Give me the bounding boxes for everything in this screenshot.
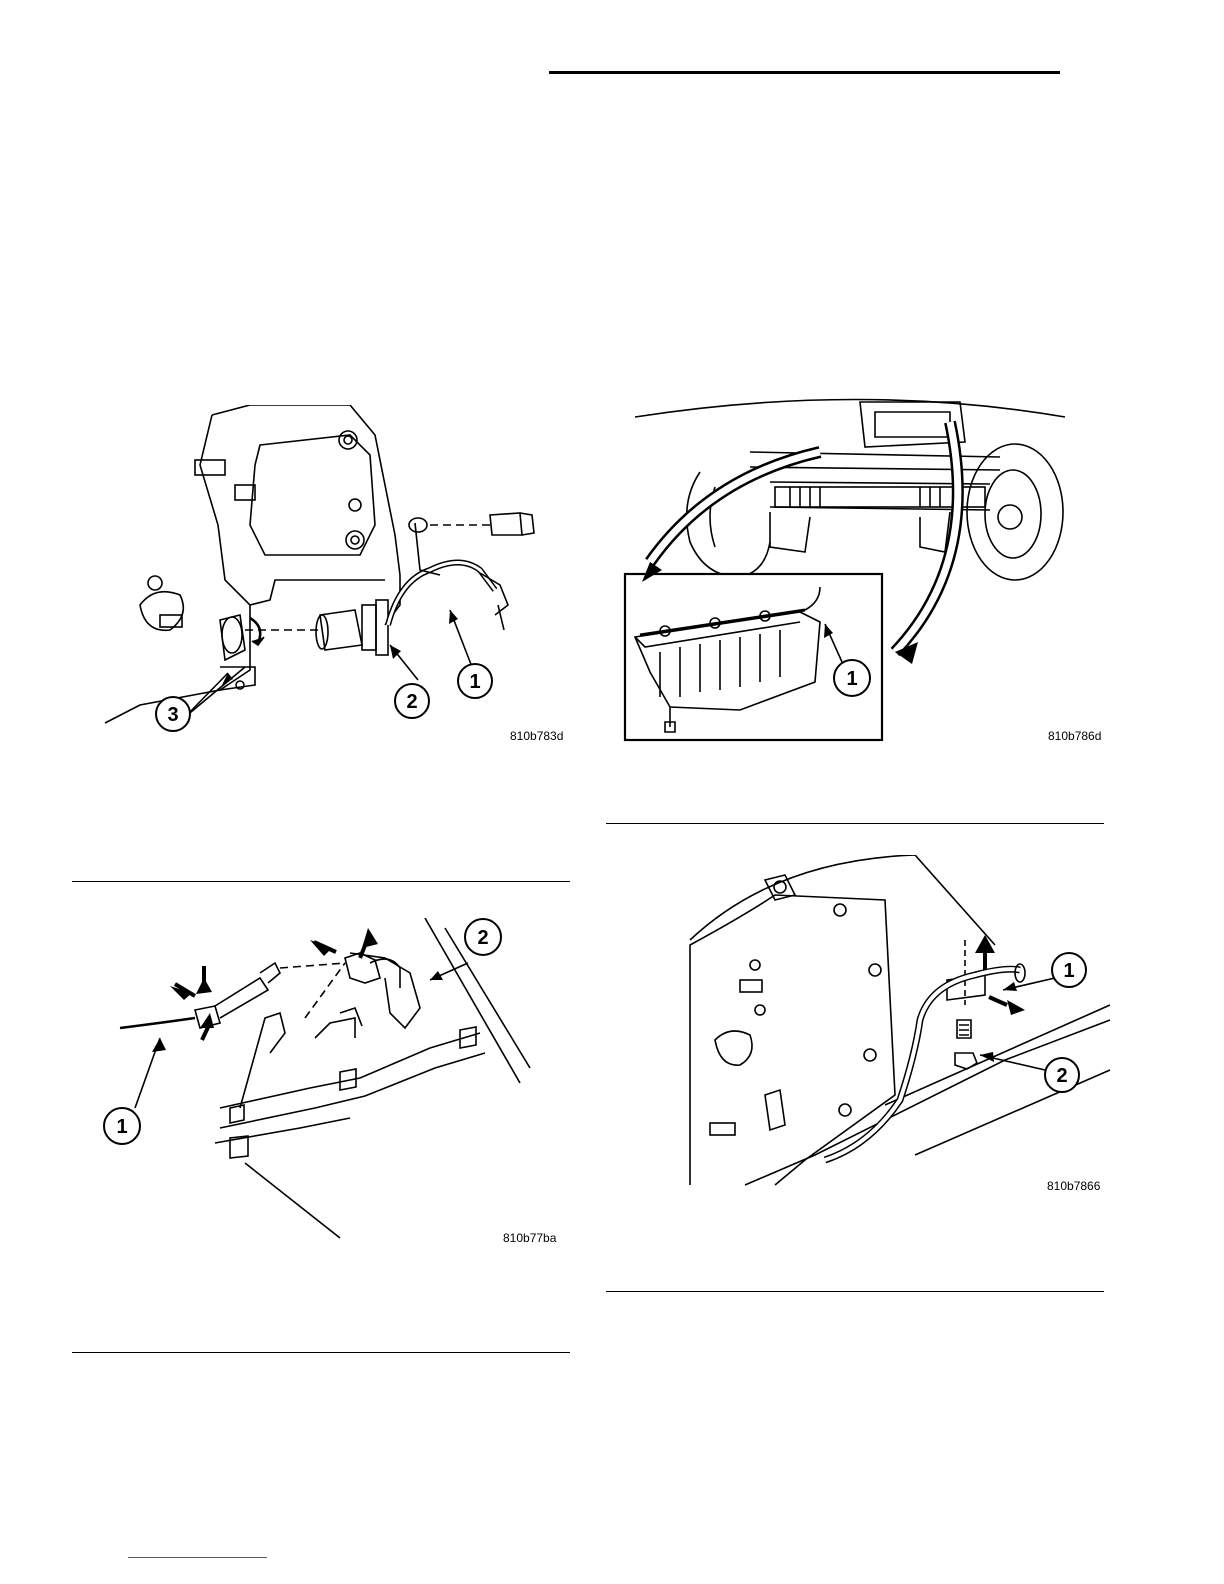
figure-code: 810b77ba [503,1231,556,1245]
right-separator-rule-1 [606,823,1104,824]
figure-cooler-line-fittings-drawing: 1 2 [100,918,570,1248]
figure-harness-on-transmission: 1 2 810b7866 [685,855,1110,1195]
figure-code: 810b7866 [1047,1179,1100,1193]
callout-1-label: 1 [846,668,857,690]
left-separator-rule-2 [72,1352,570,1353]
callout-2-label: 2 [477,927,488,949]
figure-cooler-line-fittings: 1 2 810b77ba [100,918,570,1248]
figure-code: 810b786d [1048,729,1101,743]
left-separator-rule-1 [72,881,570,882]
footer-link-underline[interactable] [128,1557,267,1558]
figure-vehicle-underside-drawing: 1 [620,392,1110,747]
figure-harness-on-transmission-drawing: 1 2 [685,855,1110,1195]
figure-speed-sensor-drawing: 1 2 3 [100,405,570,745]
callout-2-label: 2 [1056,1065,1067,1087]
figure-vehicle-underside: 1 810b786d [620,392,1110,747]
figure-code: 810b783d [510,729,563,743]
right-separator-rule-2 [606,1291,1104,1292]
callout-2-label: 2 [406,691,417,713]
figure-speed-sensor: 1 2 3 810b783d [100,405,570,745]
callout-1-label: 1 [116,1116,127,1138]
callout-1-label: 1 [1063,960,1074,982]
top-right-header-rule [549,71,1060,74]
callout-3-label: 3 [167,704,178,726]
callout-1-label: 1 [469,671,480,693]
